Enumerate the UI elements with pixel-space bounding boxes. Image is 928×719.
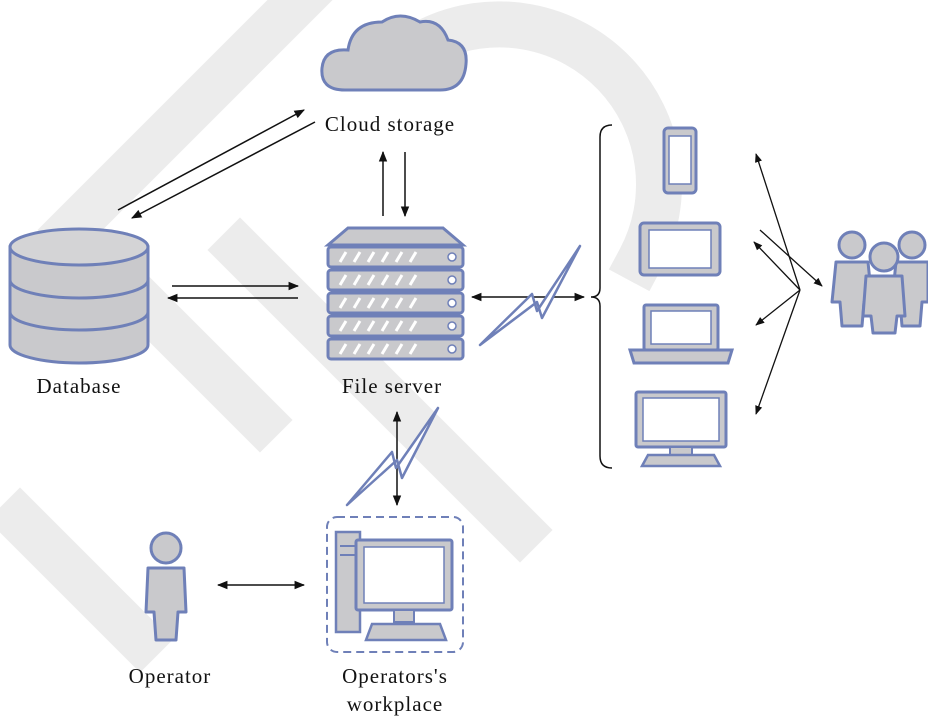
rack-vent (394, 274, 404, 286)
rack-vent (394, 343, 404, 355)
database-node: Database (8, 227, 150, 398)
rack-vent (394, 320, 404, 332)
rack-led (447, 344, 457, 354)
rack-unit (326, 268, 465, 292)
desktop-workstation-icon (334, 530, 454, 642)
file-server-label: File server (342, 374, 442, 398)
rack-vent (366, 251, 376, 263)
tablet-icon (638, 221, 722, 277)
rack-vent (338, 343, 348, 355)
rack-vent (352, 343, 362, 355)
cloud-icon (320, 14, 468, 92)
arrow-cloud-to-db (131, 121, 316, 219)
database-label: Database (37, 374, 122, 398)
rack-vent (380, 274, 390, 286)
smartphone-icon (662, 126, 698, 195)
workplace-label-line1: Operators's (342, 664, 448, 688)
arrow-users-monitor (755, 289, 801, 415)
rack-vent (408, 274, 418, 286)
rack-vent (380, 297, 390, 309)
rack-vent (338, 274, 348, 286)
rack-vent (408, 297, 418, 309)
rack-led (447, 321, 457, 331)
database-icon (8, 227, 150, 365)
rack-vent (352, 320, 362, 332)
device-group-brace (590, 124, 613, 469)
rack-vent (366, 343, 376, 355)
rack-vent (380, 343, 390, 355)
rack-vent (366, 274, 376, 286)
workplace-dashed-frame (326, 516, 464, 653)
arrow-users-phone (755, 153, 801, 291)
rack-vent (366, 297, 376, 309)
person-icon (144, 531, 188, 642)
rack-unit (326, 245, 465, 269)
operator-label: Operator (129, 664, 212, 688)
rack-vent (338, 320, 348, 332)
rack-vent (394, 251, 404, 263)
rack-vent (338, 297, 348, 309)
rack-vent (338, 251, 348, 263)
rack-unit (326, 291, 465, 315)
server-rack-icon (323, 226, 468, 361)
arrow-db-to-cloud (117, 109, 305, 211)
rack-vent (408, 343, 418, 355)
arrow-users-laptop (755, 289, 801, 326)
rack-vent (408, 320, 418, 332)
file-server-node: File server (323, 226, 468, 398)
arrow-users-tablet (753, 241, 801, 291)
rack-vent (352, 274, 362, 286)
lightning-icon (478, 244, 582, 347)
rack-vent (408, 251, 418, 263)
cloud-storage-node: Cloud storage (320, 14, 468, 136)
rack-led (447, 298, 457, 308)
rack-unit (326, 314, 465, 338)
rack-led (447, 275, 457, 285)
arrow-to-users (759, 229, 823, 287)
user-group-icon (830, 230, 928, 335)
lightning-icon-2 (345, 406, 440, 507)
workplace-node: Operators's workplace (326, 516, 464, 716)
monitor-icon (634, 390, 728, 468)
workplace-label-line2: workplace (347, 692, 443, 716)
cloud-storage-label: Cloud storage (325, 112, 455, 136)
laptop-icon (627, 303, 735, 365)
rack-vent (380, 251, 390, 263)
operator-node: Operator (129, 531, 212, 688)
rack-vent (394, 297, 404, 309)
rack-vent (352, 297, 362, 309)
rack-unit (326, 337, 465, 361)
rack-vent (366, 320, 376, 332)
rack-led (447, 252, 457, 262)
rack-vent (380, 320, 390, 332)
rack-vent (352, 251, 362, 263)
